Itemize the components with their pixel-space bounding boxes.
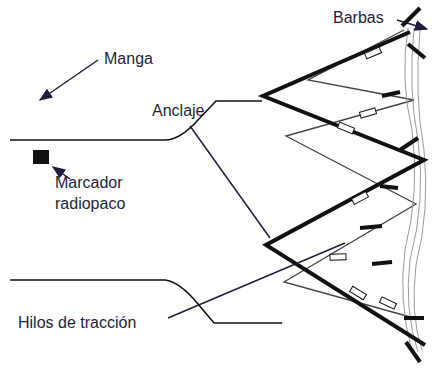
radiopaque-marker — [33, 150, 49, 164]
leader-lines — [40, 20, 427, 318]
anchor-frame — [263, 32, 425, 345]
part-label: Manga — [104, 48, 153, 69]
part-label: Barbas — [333, 7, 384, 28]
part-label: Anclaje — [152, 100, 204, 121]
barb-collars — [330, 47, 397, 309]
tether-threads — [403, 28, 426, 352]
barbs — [360, 8, 425, 362]
part-label: Hilos de tracción — [18, 312, 136, 333]
sleeve — [10, 101, 282, 323]
part-label: Marcador radiopaco — [55, 172, 137, 214]
